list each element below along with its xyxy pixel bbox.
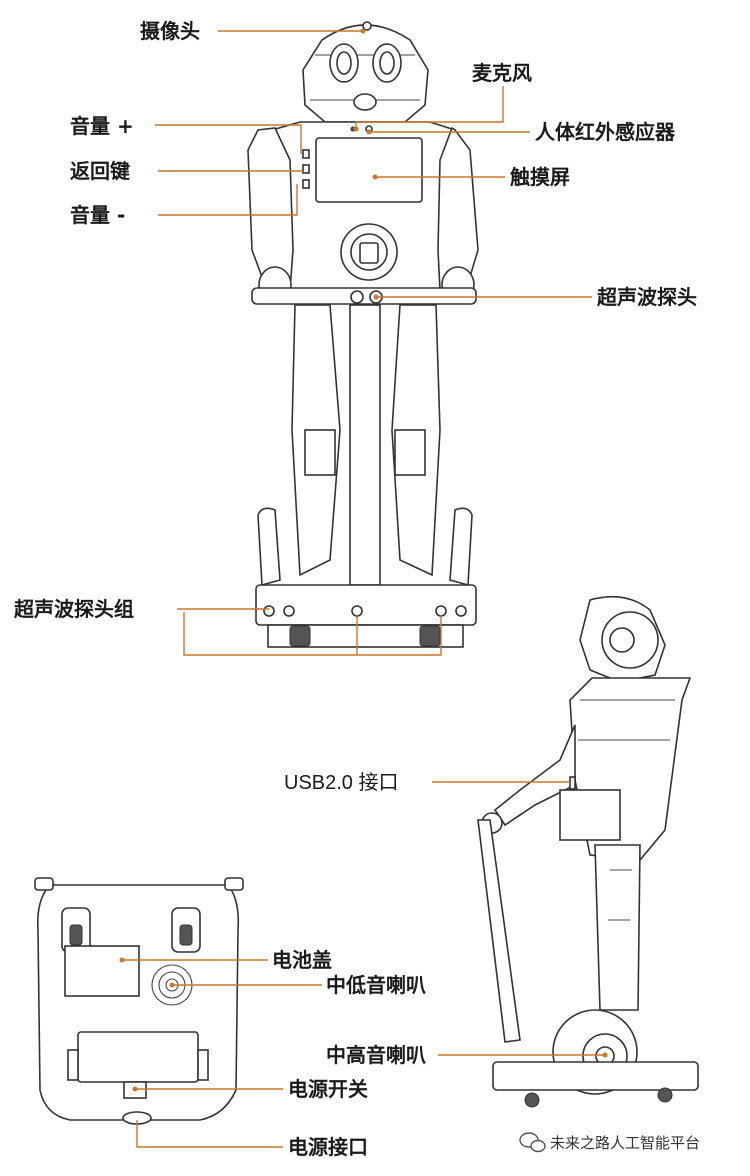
usb-port-shape: [569, 776, 576, 790]
wechat-icon: [519, 1132, 546, 1153]
label-camera: 摄像头: [140, 19, 200, 43]
robot-arms: [247, 126, 479, 304]
label-power-port: 电源接口: [288, 1135, 368, 1159]
bottom-view-robot: [34, 877, 244, 1125]
side-view-robot: [477, 595, 699, 1108]
label-mid-high-speaker: 中高音喇叭: [326, 1043, 426, 1067]
label-usb-port: USB2.0 接口: [284, 771, 398, 794]
leader-lines: [119, 28, 608, 1148]
label-power-switch: 电源开关: [288, 1077, 368, 1101]
camera-lens-icon: [362, 21, 372, 31]
label-touchscreen: 触摸屏: [510, 165, 570, 189]
robot-legs: [257, 304, 473, 587]
label-ultrasonic-probe: 超声波探头: [596, 285, 697, 309]
label-microphone: 麦克风: [472, 61, 532, 85]
watermark-text: 未来之路人工智能平台: [550, 1134, 700, 1152]
label-ultrasonic-group: 超声波探头组: [13, 597, 134, 621]
label-pir-sensor: 人体红外感应器: [535, 120, 676, 144]
battery-cover-panel: [64, 945, 140, 997]
label-battery-cover: 电池盖: [272, 948, 332, 972]
robot-torso: [257, 121, 471, 301]
label-mid-low-speaker: 中低音喇叭: [326, 973, 426, 997]
labels: 摄像头 麦克风 人体红外感应器 音量 + 返回键 音量 - 触摸屏 超声波探头 …: [13, 19, 697, 1159]
robot-base: [255, 584, 477, 648]
label-volume-up: 音量 +: [70, 114, 134, 138]
robot-head: [302, 21, 429, 123]
touchscreen-display: [315, 137, 423, 203]
front-view-robot: [247, 21, 479, 648]
label-volume-down: 音量 -: [70, 203, 125, 227]
watermark: 未来之路人工智能平台: [519, 1132, 700, 1153]
label-back-key: 返回键: [70, 159, 130, 183]
handlebar: [251, 287, 477, 305]
